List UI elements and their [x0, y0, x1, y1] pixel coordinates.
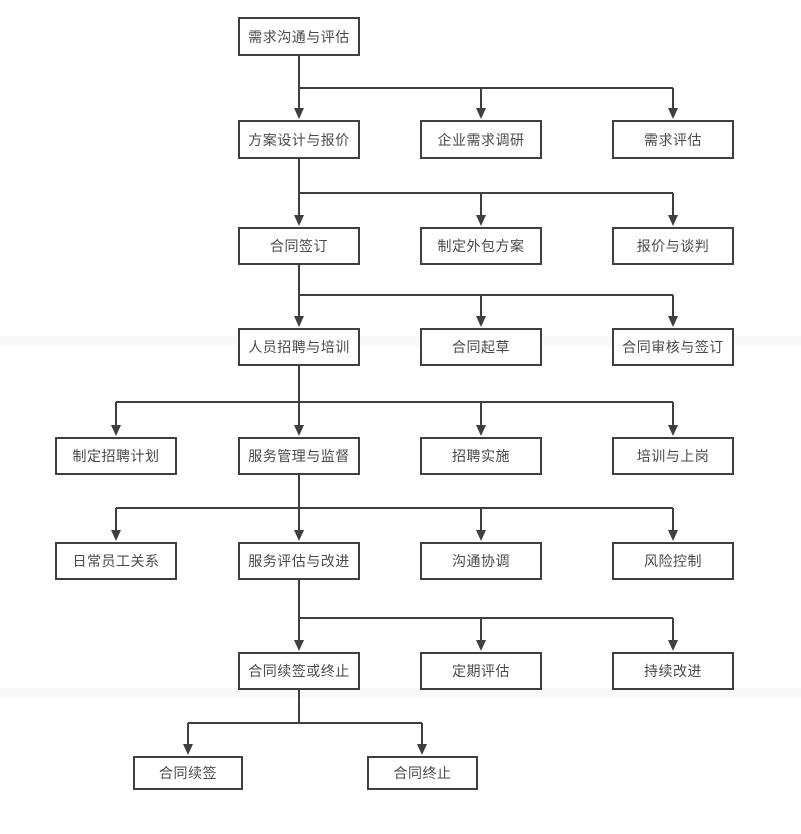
- node-training-onboarding: 培训与上岗: [612, 437, 734, 475]
- edge-group-service-evaluation: [294, 580, 678, 651]
- node-contract-signing: 合同签订: [238, 227, 360, 265]
- node-label: 制定外包方案: [437, 238, 525, 254]
- node-service-management-supervision: 服务管理与监督: [238, 437, 360, 475]
- node-solution-design-quotation: 方案设计与报价: [238, 120, 360, 159]
- node-label: 合同审核与签订: [622, 339, 724, 355]
- node-needs-communication-assessment: 需求沟通与评估: [238, 17, 360, 56]
- node-recruitment-plan: 制定招聘计划: [55, 437, 177, 475]
- node-quotation-negotiation: 报价与谈判: [612, 227, 734, 265]
- edge-group-service-management: [111, 475, 678, 541]
- node-label: 方案设计与报价: [248, 131, 350, 148]
- node-risk-control: 风险控制: [612, 542, 734, 580]
- node-enterprise-needs-research: 企业需求调研: [420, 120, 542, 159]
- edge-group-solution-design: [294, 159, 678, 226]
- node-label: 风险控制: [644, 553, 702, 569]
- node-label: 服务管理与监督: [248, 448, 350, 464]
- node-label: 合同续签: [159, 765, 217, 781]
- node-periodic-evaluation: 定期评估: [420, 652, 542, 690]
- node-contract-drafting: 合同起草: [420, 328, 542, 366]
- node-communication-coordination: 沟通协调: [420, 542, 542, 580]
- node-label: 持续改进: [644, 663, 702, 679]
- edge-group-contract-signing: [294, 265, 678, 327]
- node-contract-termination: 合同终止: [367, 756, 478, 790]
- node-label: 招聘实施: [452, 448, 510, 464]
- node-label: 沟通协调: [452, 553, 510, 569]
- node-label: 人员招聘与培训: [248, 339, 350, 355]
- node-label: 定期评估: [452, 663, 510, 679]
- node-needs-assessment: 需求评估: [612, 120, 734, 159]
- edge-group-needs-communication: [294, 56, 678, 119]
- node-label: 合同续签或终止: [248, 663, 350, 679]
- node-label: 服务评估与改进: [248, 553, 350, 569]
- edge-group-contract-renewal-termination: [183, 690, 427, 755]
- background-band: [0, 336, 801, 345]
- node-recruitment-and-training: 人员招聘与培训: [238, 328, 360, 366]
- node-label: 合同起草: [452, 339, 510, 355]
- node-continuous-improvement: 持续改进: [612, 652, 734, 690]
- node-label: 报价与谈判: [636, 238, 710, 254]
- node-contract-review-signing: 合同审核与签订: [612, 328, 734, 366]
- node-contract-renewal: 合同续签: [133, 756, 243, 790]
- edge-group-recruitment-training: [111, 366, 678, 436]
- node-label: 企业需求调研: [437, 131, 525, 148]
- node-label: 合同终止: [393, 765, 452, 781]
- node-label: 合同签订: [270, 238, 328, 254]
- node-daily-employee-relations: 日常员工关系: [55, 542, 177, 580]
- node-label: 制定招聘计划: [72, 448, 160, 464]
- node-outsourcing-plan-development: 制定外包方案: [420, 227, 542, 265]
- node-label: 需求评估: [644, 131, 702, 148]
- node-label: 日常员工关系: [72, 553, 160, 569]
- node-recruitment-implementation: 招聘实施: [420, 437, 542, 475]
- node-label: 培训与上岗: [636, 448, 710, 464]
- node-label: 需求沟通与评估: [248, 28, 350, 45]
- node-contract-renewal-or-termination: 合同续签或终止: [238, 652, 360, 690]
- background-band: [0, 688, 801, 697]
- node-service-evaluation-improvement: 服务评估与改进: [238, 542, 360, 580]
